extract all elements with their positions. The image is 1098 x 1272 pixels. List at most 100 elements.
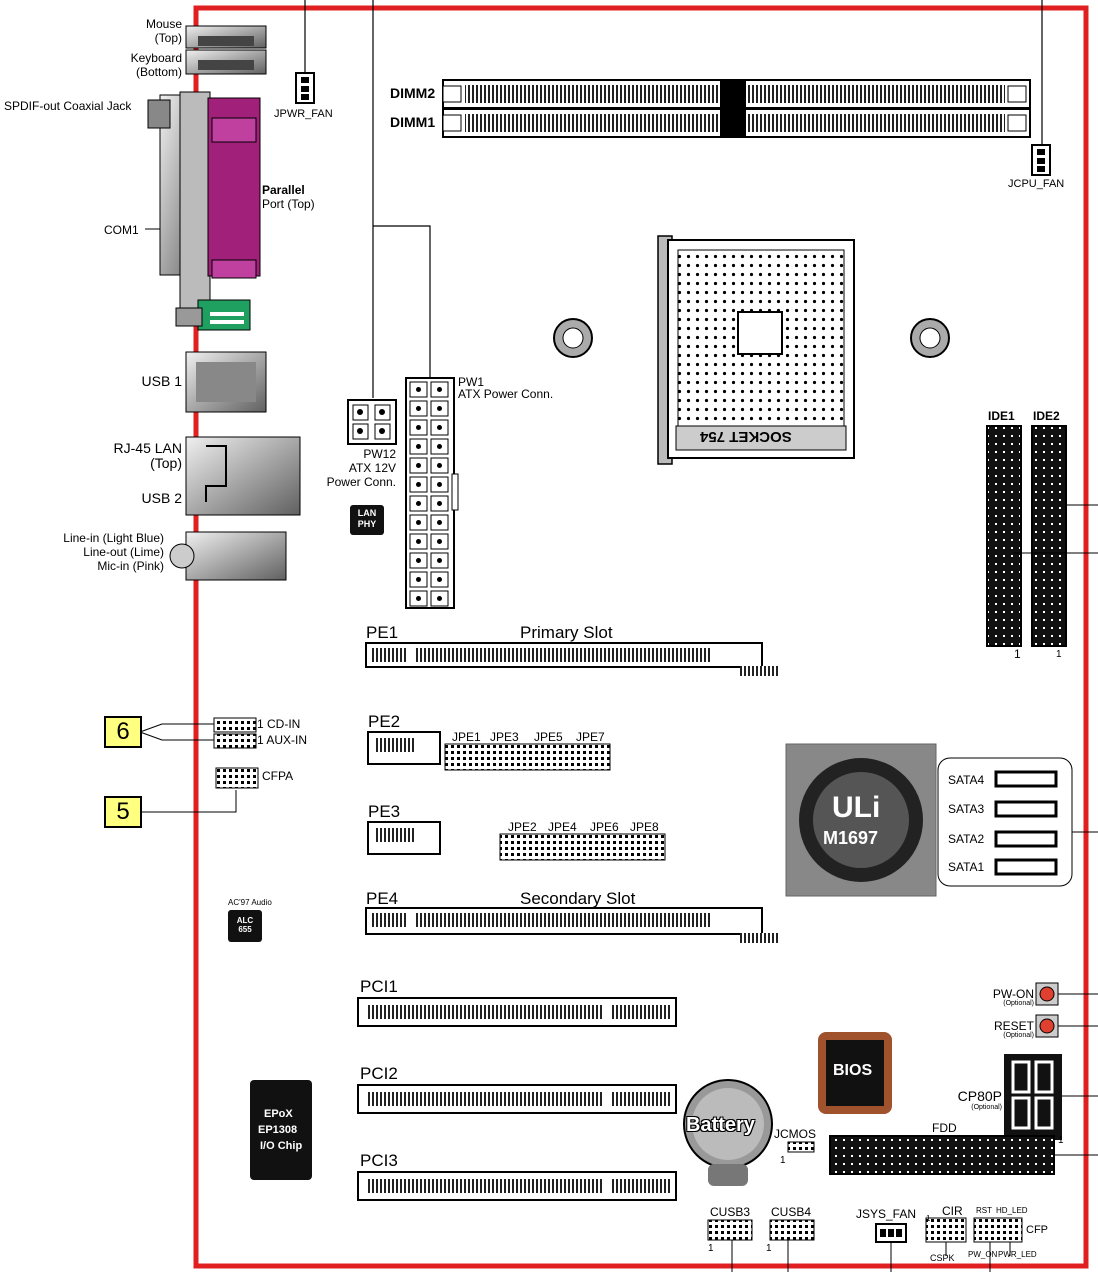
label-cfp: CFP xyxy=(1026,1224,1048,1236)
label-cusb4: CUSB4 xyxy=(771,1205,812,1219)
jcmos-header xyxy=(787,1141,815,1153)
pe4-slot xyxy=(365,907,778,943)
label-mouse-top: (Top) xyxy=(154,31,182,45)
label-cp80p-optional: (Optional) xyxy=(971,1104,1002,1111)
fdd-connector xyxy=(829,1135,1055,1175)
label-battery: Battery xyxy=(686,1114,755,1136)
pw1-pin-dot xyxy=(437,463,442,468)
label-rst: RST xyxy=(976,1206,992,1215)
pw1-pin-dot xyxy=(437,501,442,506)
pci1-slot xyxy=(357,997,677,1027)
pw1-pin-dot xyxy=(437,596,442,601)
label-usb1: USB 1 xyxy=(141,373,182,389)
pw1-pin-dot xyxy=(416,463,421,468)
label-jpwr-fan: JPWR_FAN xyxy=(274,108,333,120)
callout-6: 6 xyxy=(104,716,142,748)
label-ide2-pin1: 1 xyxy=(1056,649,1062,660)
uli-chipset xyxy=(785,743,937,897)
label-cd-in: 1 CD-IN xyxy=(257,717,301,731)
label-keyboard: Keyboard xyxy=(130,51,182,65)
label-parallel: Parallel xyxy=(262,183,305,197)
label-io-chip-1: EPoX xyxy=(264,1108,293,1120)
label-jcpu-fan: JCPU_FAN xyxy=(1008,178,1065,190)
label-cusb3-pin1: 1 xyxy=(708,1243,714,1254)
label-alc: ALC 655 xyxy=(236,916,254,934)
label-pw-on-pin: PW_ON xyxy=(968,1250,998,1259)
label-pw1-desc: ATX Power Conn. xyxy=(458,387,554,401)
label-reset-optional: (Optional) xyxy=(1003,1032,1034,1039)
label-sata1: SATA1 xyxy=(948,860,985,874)
label-cspk: CSPK xyxy=(930,1253,955,1263)
alc-chip xyxy=(228,910,262,942)
label-jpe7: JPE7 xyxy=(576,730,605,744)
label-pw12-desc1: ATX 12V xyxy=(348,461,396,475)
jpe-jumpers-odd xyxy=(444,743,611,771)
label-hd-led: HD_LED xyxy=(996,1206,1028,1215)
sata4-connector xyxy=(994,770,1058,788)
pw1-pin-dot xyxy=(416,406,421,411)
pci3-slot xyxy=(357,1171,677,1201)
label-sata4: SATA4 xyxy=(948,773,985,787)
label-aux-in: 1 AUX-IN xyxy=(257,733,308,747)
label-ide1: IDE1 xyxy=(988,409,1015,423)
label-sata2: SATA2 xyxy=(948,832,985,846)
pw1-pin-dot xyxy=(416,520,421,525)
label-usb2: USB 2 xyxy=(141,490,182,506)
label-ac97: AC'97 Audio xyxy=(228,898,272,907)
pw1-pin-dot xyxy=(437,406,442,411)
label-pci2: PCI2 xyxy=(360,1064,398,1083)
label-primary-slot: Primary Slot xyxy=(520,623,613,642)
pw1-pin-dot xyxy=(416,425,421,430)
aux-in-header xyxy=(213,733,257,749)
sata-group xyxy=(937,757,1073,887)
pw1-pin-dot xyxy=(437,558,442,563)
label-pci1: PCI1 xyxy=(360,977,398,996)
dimm1-slot xyxy=(442,108,1031,138)
label-pw-on-optional: (Optional) xyxy=(1003,1000,1034,1007)
label-pe1: PE1 xyxy=(366,623,399,642)
ide2-connector xyxy=(1031,425,1067,647)
label-bios: BIOS xyxy=(833,1062,873,1079)
pw1-pin-dot xyxy=(416,596,421,601)
audio-jacks xyxy=(185,531,287,581)
label-jpe4: JPE4 xyxy=(548,820,577,834)
label-cusb4-pin1: 1 xyxy=(766,1243,772,1254)
label-com1: COM1 xyxy=(104,223,139,237)
label-jcmos: JCMOS xyxy=(774,1127,816,1141)
sata2-connector xyxy=(994,830,1058,848)
io-chip xyxy=(250,1080,312,1180)
label-mouse: Mouse xyxy=(145,17,182,31)
label-sata3: SATA3 xyxy=(948,802,985,816)
label-pw-on: PW-ON xyxy=(992,987,1034,1001)
sata1-connector xyxy=(994,858,1058,876)
pw1-pin-dot xyxy=(416,482,421,487)
pw1-pin-dot xyxy=(416,558,421,563)
label-line-in: Line-in (Light Blue) xyxy=(63,531,164,545)
pe1-slot xyxy=(365,642,778,676)
jpe-jumpers-even xyxy=(499,833,666,861)
rj45-usb2-port xyxy=(185,436,301,516)
label-cusb3: CUSB3 xyxy=(710,1205,751,1219)
label-io-chip-2: EP1308 xyxy=(258,1124,298,1136)
label-jpe1: JPE1 xyxy=(452,730,481,744)
label-cfp-pin1: 1 xyxy=(926,1214,931,1223)
cpu-socket xyxy=(657,235,855,465)
label-socket: SOCKET 754 xyxy=(700,428,792,445)
label-ide1-pin1: 1 xyxy=(1014,647,1021,661)
cir-header xyxy=(925,1217,967,1243)
label-cp80p: CP80P xyxy=(957,1088,1002,1104)
cusb3-header xyxy=(707,1219,753,1241)
pw1-pin-dot xyxy=(416,501,421,506)
label-cir: CIR xyxy=(942,1204,963,1218)
pw1-pin-dot xyxy=(437,577,442,582)
label-rj45-top: (Top) xyxy=(150,455,182,471)
sata3-connector xyxy=(994,800,1058,818)
label-secondary-slot: Secondary Slot xyxy=(520,889,636,908)
label-mic-in: Mic-in (Pink) xyxy=(97,559,164,573)
label-jpe3: JPE3 xyxy=(490,730,519,744)
label-fdd: FDD xyxy=(932,1121,957,1135)
dimm2-slot xyxy=(442,79,1031,109)
label-pe3: PE3 xyxy=(368,802,401,821)
callout-5: 5 xyxy=(104,796,142,828)
label-pw1: PW1 xyxy=(458,375,485,389)
